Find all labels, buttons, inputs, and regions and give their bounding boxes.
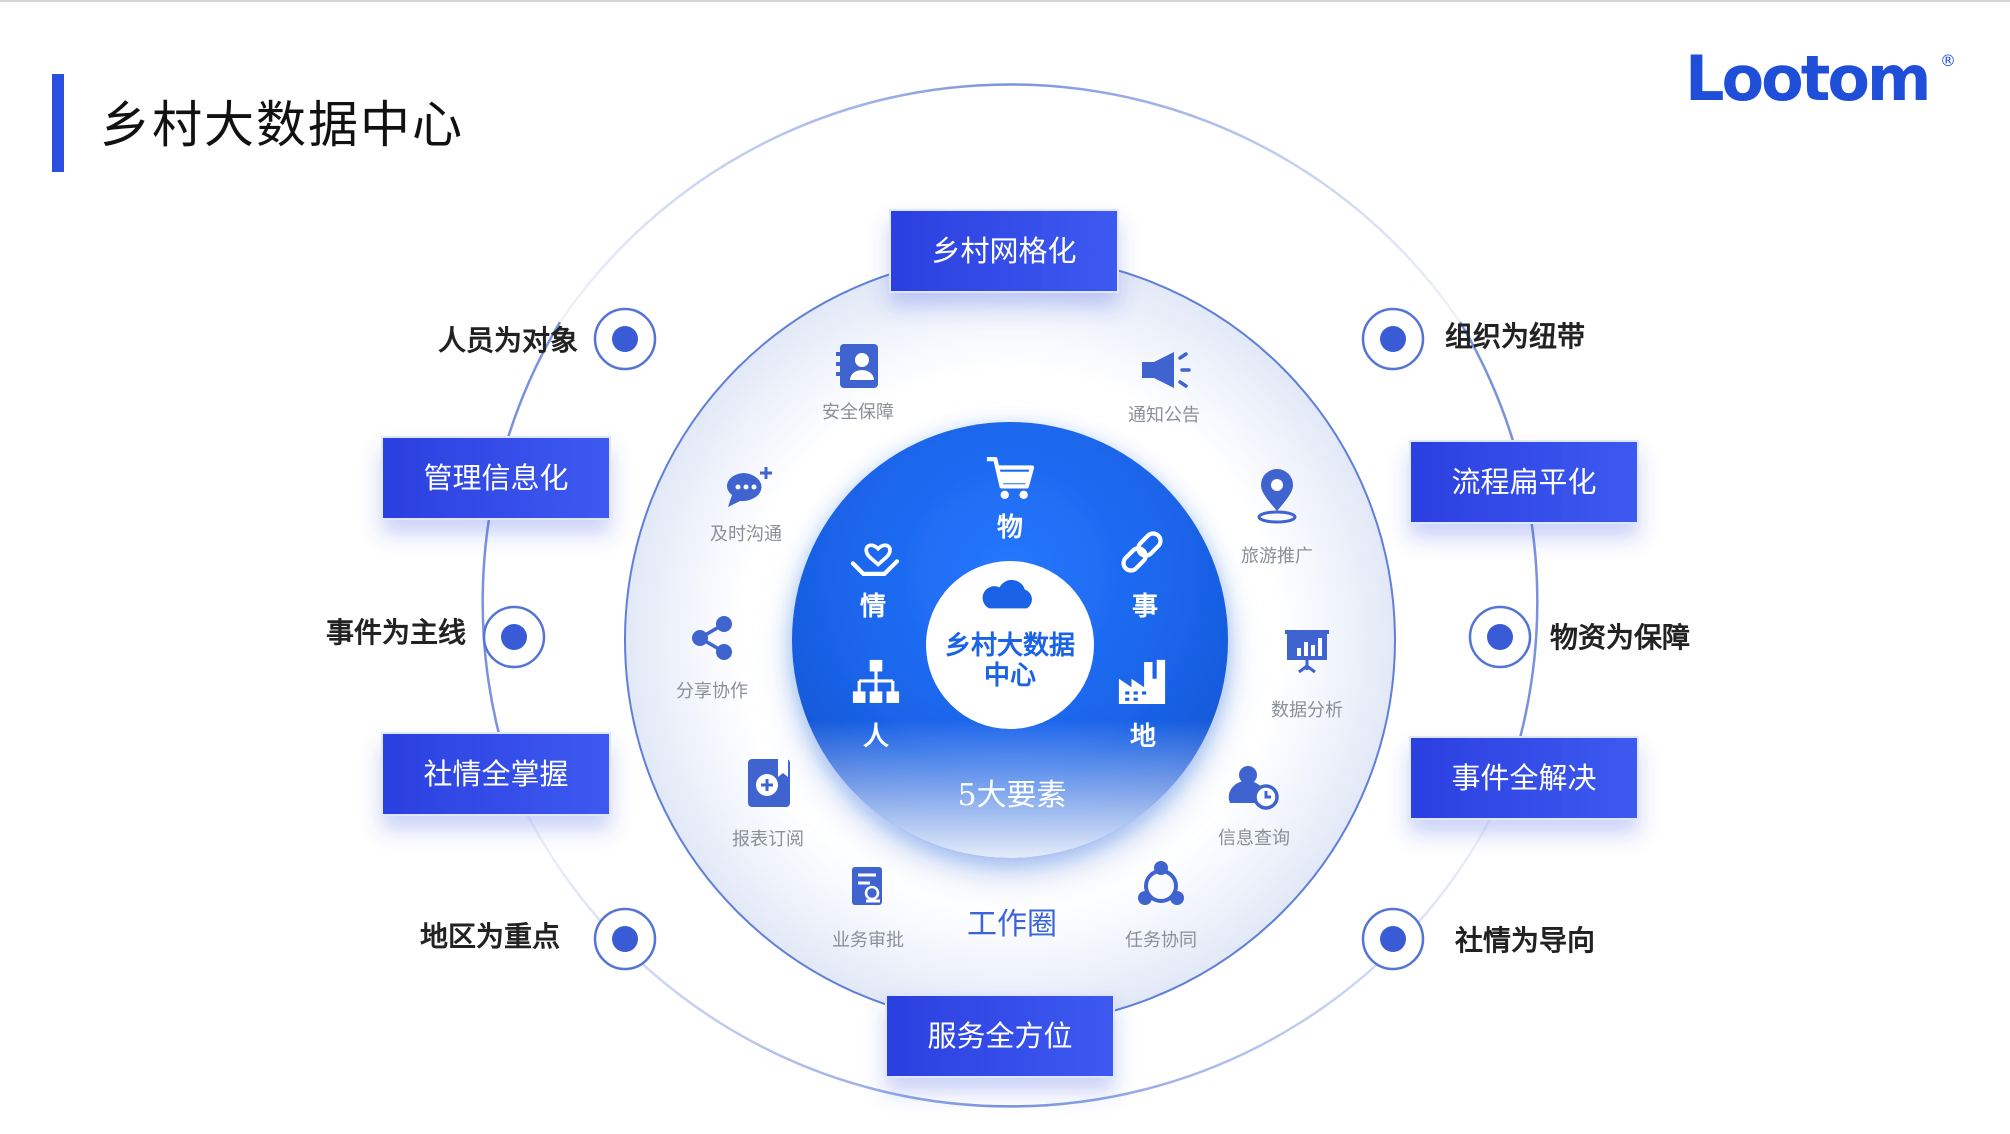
org-chart-icon <box>852 659 900 703</box>
logo-text: Lootom <box>1685 48 1929 108</box>
cloud-icon <box>982 579 1032 609</box>
feature-box: 服务全方位 <box>885 994 1115 1078</box>
core-element-label: 物 <box>997 513 1023 543</box>
work-item-label: 旅游推广 <box>1241 546 1313 567</box>
lootom-logo: Lootom ® <box>1685 48 1956 108</box>
work-item-label: 任务协同 <box>1125 930 1197 951</box>
outer-node <box>593 307 657 371</box>
report-bookmark-icon <box>748 759 790 807</box>
work-item-label: 通知公告 <box>1128 405 1200 426</box>
user-clock-icon <box>1228 766 1279 810</box>
outer-node-label: 物资为保障 <box>1550 621 1690 654</box>
registered-mark: ® <box>1940 51 1956 70</box>
shopping-cart-icon <box>986 457 1035 499</box>
feature-box-label: 流程扁平化 <box>1451 465 1596 499</box>
link-icon <box>1121 531 1163 573</box>
feature-box-label: 乡村网格化 <box>931 234 1076 268</box>
feature-box: 管理信息化 <box>381 436 611 520</box>
outer-node <box>1361 307 1425 371</box>
outer-node-label: 组织为纽带 <box>1445 320 1585 353</box>
outer-node-label: 事件为主线 <box>326 616 466 649</box>
feature-box: 流程扁平化 <box>1409 440 1639 524</box>
top-divider <box>0 0 2010 2</box>
megaphone-icon <box>1142 352 1191 388</box>
work-item-label: 分享协作 <box>676 681 748 702</box>
work-item-label: 及时沟通 <box>710 524 782 545</box>
location-pin-icon <box>1257 469 1297 524</box>
outer-node <box>593 907 657 971</box>
feature-box: 社情全掌握 <box>381 732 611 816</box>
diagram-dynamic-layer: 乡村大数据中心 物事地 人 情 5大要素 安全保障 通知公告旅游推广数据分析信息查询任务协同… <box>326 209 1690 1078</box>
work-item-label: 报表订阅 <box>732 829 804 850</box>
feature-box-label: 管理信息化 <box>423 461 568 495</box>
center-title-line1: 乡村大数据 <box>945 631 1075 661</box>
presentation-chart-icon <box>1285 630 1329 674</box>
outer-node <box>482 605 546 669</box>
approval-document-icon <box>852 867 882 905</box>
work-item-label: 业务审批 <box>832 930 904 951</box>
work-circle-caption: 工作圈 <box>967 907 1057 942</box>
heart-hand-icon <box>850 543 900 576</box>
feature-box-label: 社情全掌握 <box>423 757 568 791</box>
share-icon <box>692 616 732 660</box>
feature-box: 乡村网格化 <box>889 209 1119 293</box>
work-item-label: 安全保障 <box>822 402 894 423</box>
core-caption: 5大要素 <box>957 778 1066 813</box>
outer-node-label: 人员为对象 <box>438 324 578 357</box>
core-element-label: 地 <box>1130 722 1156 752</box>
outer-node-label: 社情为导向 <box>1455 924 1595 957</box>
center-title-line2: 中心 <box>984 661 1036 691</box>
feature-box-label: 事件全解决 <box>1451 761 1596 795</box>
chat-bubble-icon <box>726 467 772 507</box>
collaboration-icon <box>1138 861 1184 905</box>
center-circle <box>926 561 1094 729</box>
feature-box-label: 服务全方位 <box>927 1019 1072 1053</box>
feature-box: 事件全解决 <box>1409 736 1639 820</box>
page-title: 乡村大数据中心 <box>100 96 464 154</box>
core-element-label: 人 <box>863 722 889 752</box>
work-item-label: 数据分析 <box>1271 700 1343 721</box>
contact-card-icon <box>836 344 878 388</box>
outer-node-label: 地区为重点 <box>420 920 560 953</box>
factory-icon <box>1118 659 1166 704</box>
title-accent-bar <box>52 74 64 172</box>
outer-node <box>1468 605 1532 669</box>
core-element-label: 事 <box>1132 592 1158 622</box>
work-item-label: 信息查询 <box>1218 828 1290 849</box>
outer-node <box>1361 907 1425 971</box>
core-element-label: 情 <box>860 592 886 622</box>
